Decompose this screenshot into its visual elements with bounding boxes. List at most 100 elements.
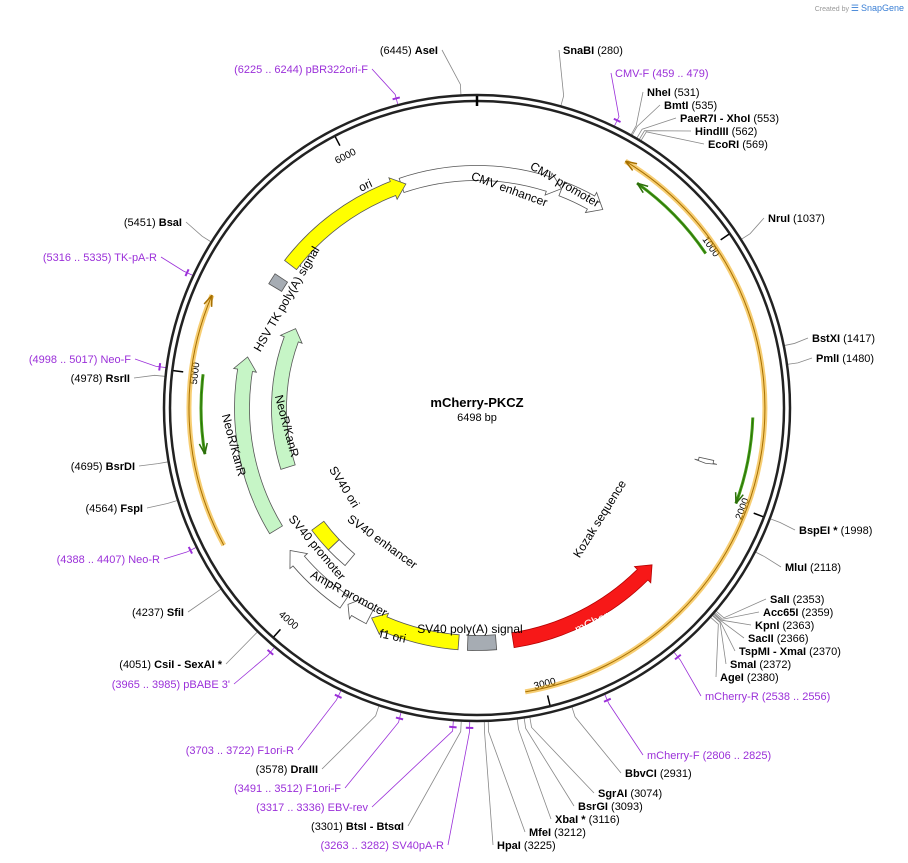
site-label-enzyme[interactable]: (4978) RsrII	[71, 373, 130, 385]
site-label-enzyme[interactable]: MfeI (3212)	[529, 827, 586, 839]
site-position: (2359)	[798, 607, 833, 619]
site-label-primer[interactable]: (6225 .. 6244) pBR322ori-F	[234, 64, 368, 76]
site-label-primer[interactable]: (3263 .. 3282) SV40pA-R	[320, 840, 444, 852]
site-label-enzyme[interactable]: (4695) BsrDI	[71, 461, 135, 473]
site-label-primer[interactable]: (3703 .. 3722) F1ori-R	[186, 745, 294, 757]
site-name: BtsI - BtsαI	[346, 821, 404, 833]
site-name: BbvCI	[625, 768, 657, 780]
site-label-enzyme[interactable]: MluI (2118)	[785, 562, 841, 574]
site-label-enzyme[interactable]: NruI (1037)	[768, 213, 825, 225]
site-leader	[225, 631, 258, 665]
primer-mark	[449, 725, 457, 729]
site-label-primer[interactable]: (4998 .. 5017) Neo-F	[29, 354, 131, 366]
site-label-primer[interactable]: mCherry-F (2806 .. 2825)	[647, 750, 771, 762]
site-leader	[770, 518, 796, 531]
site-label-primer[interactable]: (5316 .. 5335) TK-pA-R	[43, 252, 157, 264]
site-leader	[233, 647, 275, 685]
site-label-enzyme[interactable]: (3578) DraIII	[256, 764, 318, 776]
site-position: (6225 .. 6244)	[234, 64, 306, 76]
creator-prefix: Created by	[814, 6, 849, 13]
site-position: (3225)	[521, 840, 556, 852]
site-name: BstXI	[812, 333, 840, 345]
feature-label-f1-ori: f1 ori	[378, 626, 407, 645]
site-label-enzyme[interactable]: BsrGI (3093)	[578, 801, 643, 813]
site-name: BsaI	[159, 217, 182, 229]
site-label-enzyme[interactable]: (4564) FspI	[86, 503, 143, 515]
site-name: AgeI	[720, 672, 744, 684]
site-name: DraIII	[290, 764, 318, 776]
site-name: BsrGI	[578, 801, 608, 813]
plasmid-length: 6498 bp	[457, 412, 497, 424]
orf-arc-core	[735, 417, 754, 504]
site-position: (3093)	[608, 801, 643, 813]
orf-arrowhead	[198, 442, 208, 455]
site-label-enzyme[interactable]: BspEI * (1998)	[799, 525, 872, 537]
site-name: BmtI	[664, 100, 688, 112]
site-label-enzyme[interactable]: SnaBI (280)	[563, 45, 623, 57]
feature-sv40-enhancer	[327, 539, 356, 567]
site-leader	[163, 547, 196, 560]
scale-tick	[753, 512, 764, 518]
site-name: MfeI	[529, 827, 551, 839]
site-label-enzyme[interactable]: SgrAI (3074)	[598, 788, 662, 800]
site-leader	[297, 690, 342, 751]
feature-sv40-promoter	[289, 549, 350, 609]
site-label-enzyme[interactable]: PmlI (1480)	[816, 353, 874, 365]
site-name: KpnI	[755, 620, 779, 632]
site-name: F1ori-F	[306, 783, 342, 795]
site-label-enzyme[interactable]: XbaI * (3116)	[555, 814, 620, 826]
feature-label-ori: ori	[356, 176, 374, 194]
site-label-primer[interactable]: mCherry-R (2538 .. 2556)	[705, 691, 830, 703]
site-label-primer[interactable]: (3317 .. 3336) EBV-rev	[256, 802, 368, 814]
site-label-primer[interactable]: CMV-F (459 .. 479)	[615, 68, 709, 80]
site-label-enzyme[interactable]: (4051) CsiI - SexAI *	[119, 659, 222, 671]
site-label-primer[interactable]: (3965 .. 3985) pBABE 3'	[112, 679, 230, 691]
site-label-enzyme[interactable]: Acc65I (2359)	[763, 607, 833, 619]
site-leader	[741, 217, 765, 240]
site-leader	[483, 721, 494, 846]
site-label-enzyme[interactable]: HindIII (562)	[695, 126, 757, 138]
site-label-enzyme[interactable]: AgeI (2380)	[720, 672, 779, 684]
primer-mark	[395, 716, 404, 721]
site-label-enzyme[interactable]: SalI (2353)	[770, 594, 824, 606]
site-label-enzyme[interactable]: (6445) AseI	[380, 45, 438, 57]
site-name: FspI	[120, 503, 143, 515]
site-leader	[558, 49, 565, 106]
site-label-enzyme[interactable]: KpnI (2363)	[755, 620, 814, 632]
site-leader	[787, 357, 813, 365]
site-label-enzyme[interactable]: BmtI (535)	[664, 100, 717, 112]
site-label-enzyme[interactable]: (3301) BtsI - BtsαI	[311, 821, 404, 833]
feature-f1-ori	[371, 612, 460, 651]
site-label-enzyme[interactable]: (5451) BsaI	[124, 217, 182, 229]
site-label-primer[interactable]: (4388 .. 4407) Neo-R	[57, 554, 160, 566]
site-leader	[604, 694, 644, 756]
site-leader	[146, 500, 178, 509]
site-leader	[673, 652, 702, 697]
site-label-enzyme[interactable]: SmaI (2372)	[730, 659, 791, 671]
site-leader	[714, 611, 760, 620]
site-leader	[371, 68, 399, 105]
site-position: (4978)	[71, 373, 106, 385]
site-leader	[441, 49, 462, 95]
site-label-enzyme[interactable]: PaeR7I - XhoI (553)	[680, 113, 779, 125]
site-label-enzyme[interactable]: BbvCI (2931)	[625, 768, 692, 780]
site-label-enzyme[interactable]: SacII (2366)	[748, 633, 809, 645]
orf-arrowhead	[734, 492, 744, 505]
site-label-primer[interactable]: (3491 .. 3512) F1ori-F	[234, 783, 341, 795]
site-position: (4998 .. 5017)	[29, 354, 101, 366]
site-position: (535)	[688, 100, 717, 112]
site-label-enzyme[interactable]: EcoRI (569)	[708, 139, 768, 151]
site-label-enzyme[interactable]: NheI (531)	[647, 87, 700, 99]
site-name: BspEI *	[799, 525, 838, 537]
primer-mark	[613, 117, 621, 123]
site-label-enzyme[interactable]: TspMI - XmaI (2370)	[739, 646, 841, 658]
site-name: Acc65I	[763, 607, 798, 619]
feature-hsv-tk	[268, 273, 289, 292]
site-label-enzyme[interactable]: BstXI (1417)	[812, 333, 875, 345]
site-label-enzyme[interactable]: HpaI (3225)	[497, 840, 556, 852]
feature-sv40-polya	[466, 634, 498, 651]
site-leader	[487, 721, 526, 833]
site-position: (2118)	[807, 562, 841, 574]
site-name: NheI	[647, 87, 671, 99]
site-label-enzyme[interactable]: (4237) SfiI	[132, 607, 184, 619]
